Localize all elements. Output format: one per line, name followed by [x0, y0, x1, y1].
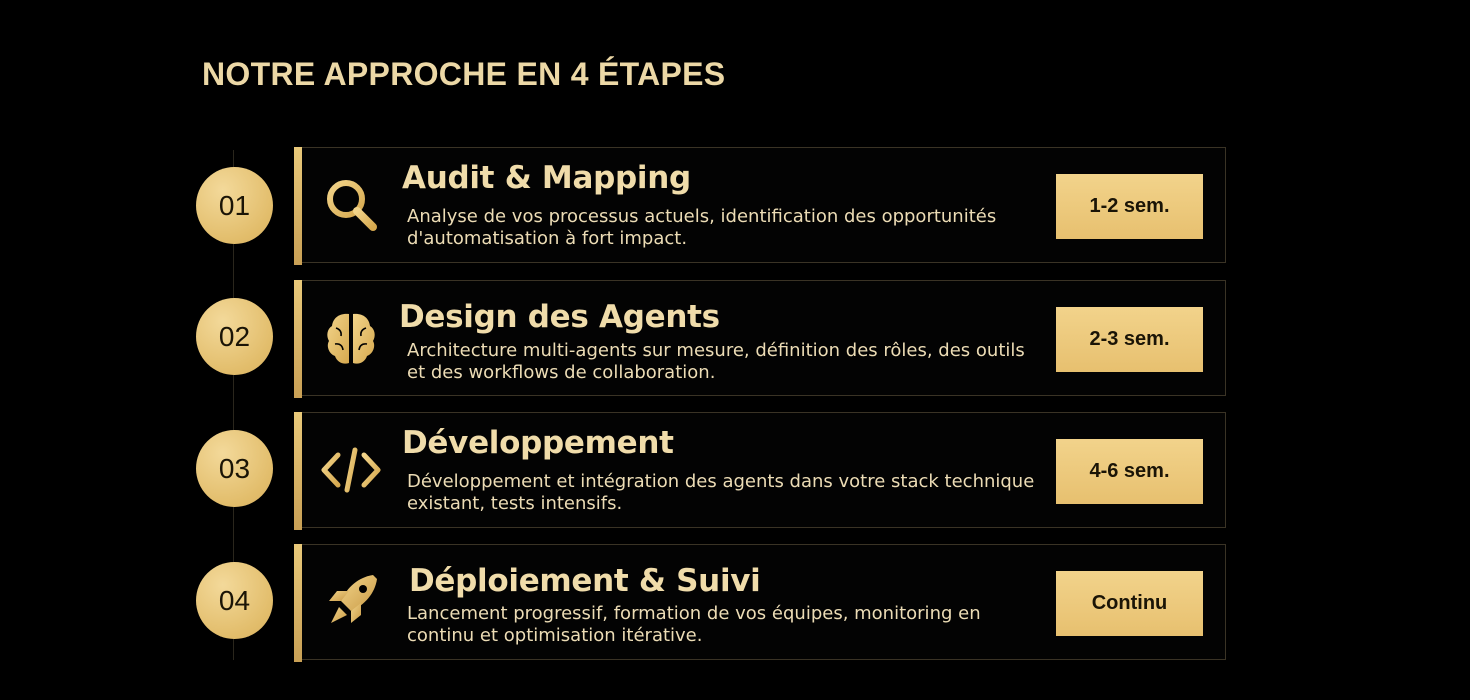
step-number-badge: 03 — [196, 430, 273, 507]
step-3: 03 Développement Développement et intégr… — [0, 412, 1470, 530]
page-title: NOTRE APPROCHE EN 4 ÉTAPES — [202, 56, 726, 92]
step-description: Développement et intégration des agents … — [407, 471, 1035, 514]
step-description: Lancement progressif, formation de vos é… — [407, 603, 981, 646]
step-description: Architecture multi-agents sur mesure, dé… — [407, 340, 1025, 383]
step-number: 03 — [218, 452, 251, 484]
step-1: 01 Audit & Mapping Analyse de vos proces… — [0, 147, 1470, 265]
step-number: 02 — [218, 320, 251, 352]
card-accent-bar — [294, 412, 302, 530]
duration-badge: 4-6 sem. — [1056, 439, 1203, 504]
duration-badge: Continu — [1056, 571, 1203, 636]
card-accent-bar — [294, 147, 302, 265]
step-description: Analyse de vos processus actuels, identi… — [407, 206, 997, 249]
step-title: Audit & Mapping — [402, 160, 691, 196]
step-number: 04 — [218, 584, 251, 616]
search-icon — [320, 174, 382, 236]
step-card: Développement Développement et intégrati… — [294, 412, 1226, 530]
code-icon — [320, 439, 382, 501]
step-card: Audit & Mapping Analyse de vos processus… — [294, 147, 1226, 265]
step-card: Design des Agents Architecture multi-age… — [294, 280, 1226, 398]
brain-icon — [320, 307, 382, 369]
step-title: Déploiement & Suivi — [409, 563, 761, 599]
step-number-badge: 02 — [196, 298, 273, 375]
step-number-badge: 01 — [196, 167, 273, 244]
card-accent-bar — [294, 544, 302, 662]
step-title: Design des Agents — [399, 299, 720, 335]
duration-badge: 1-2 sem. — [1056, 174, 1203, 239]
card-accent-bar — [294, 280, 302, 398]
step-card: Déploiement & Suivi Lancement progressif… — [294, 544, 1226, 662]
step-title: Développement — [402, 425, 674, 461]
step-number-badge: 04 — [196, 562, 273, 639]
duration-badge: 2-3 sem. — [1056, 307, 1203, 372]
step-2: 02 Design des Agents Architecture multi-… — [0, 280, 1470, 398]
step-4: 04 Déploiement & Suivi Lancement progres… — [0, 544, 1470, 662]
timeline-line — [233, 150, 234, 660]
rocket-icon — [320, 571, 382, 633]
step-number: 01 — [218, 189, 251, 221]
